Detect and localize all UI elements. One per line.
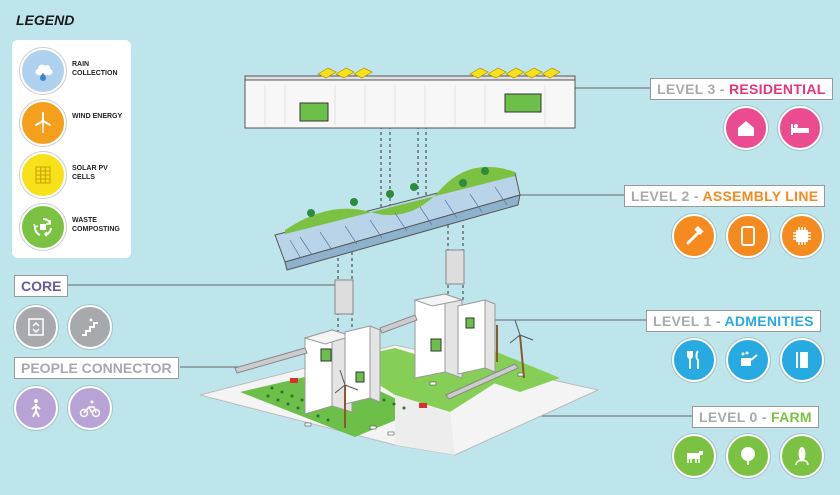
chip-icon	[780, 214, 824, 258]
core-label: CORE	[14, 275, 69, 297]
tablet-icon	[726, 214, 770, 258]
legend-item-rain: RAIN COLLECTION	[20, 48, 130, 94]
legend-label-wind: WIND ENERGY	[72, 113, 123, 120]
hammer-icon	[672, 214, 716, 258]
legend-label-rain: RAIN COLLECTION	[72, 61, 118, 77]
legend-item-wind: WIND ENERGY	[20, 100, 130, 146]
book-icon	[780, 338, 824, 382]
level-0-label: LEVEL 0 - FARM	[692, 406, 819, 428]
corn-icon	[780, 434, 824, 478]
watering-can-icon	[726, 338, 770, 382]
people-connector-label: PEOPLE CONNECTOR	[14, 357, 179, 379]
level-1-label: LEVEL 1 - ADMENITIES	[646, 310, 821, 332]
legend-item-solar: SOLAR PV CELLS	[20, 152, 130, 198]
recycle-icon	[20, 204, 66, 250]
legend-panel: RAIN COLLECTION WIND ENERGY SOLAR PV CEL…	[12, 40, 131, 258]
walking-person-icon	[14, 386, 58, 430]
cow-icon	[672, 434, 716, 478]
legend-label-waste: WASTE COMPOSTING	[72, 217, 120, 233]
solar-panel-icon	[20, 152, 66, 198]
legend-title: LEGEND	[16, 12, 75, 28]
tree-icon	[726, 434, 770, 478]
legend-item-waste: WASTE COMPOSTING	[20, 204, 130, 250]
bed-icon	[778, 106, 822, 150]
rain-collection-icon	[20, 48, 66, 94]
stairs-icon	[68, 305, 112, 349]
level-2-label: LEVEL 2 - ASSEMBLY LINE	[624, 185, 826, 207]
wind-turbine-icon	[20, 100, 66, 146]
fork-knife-icon	[672, 338, 716, 382]
house-icon	[724, 106, 768, 150]
cyclist-icon	[68, 386, 112, 430]
elevator-icon	[14, 305, 58, 349]
legend-label-solar: SOLAR PV CELLS	[72, 165, 108, 181]
level-3-label: LEVEL 3 - RESIDENTIAL	[650, 78, 833, 100]
